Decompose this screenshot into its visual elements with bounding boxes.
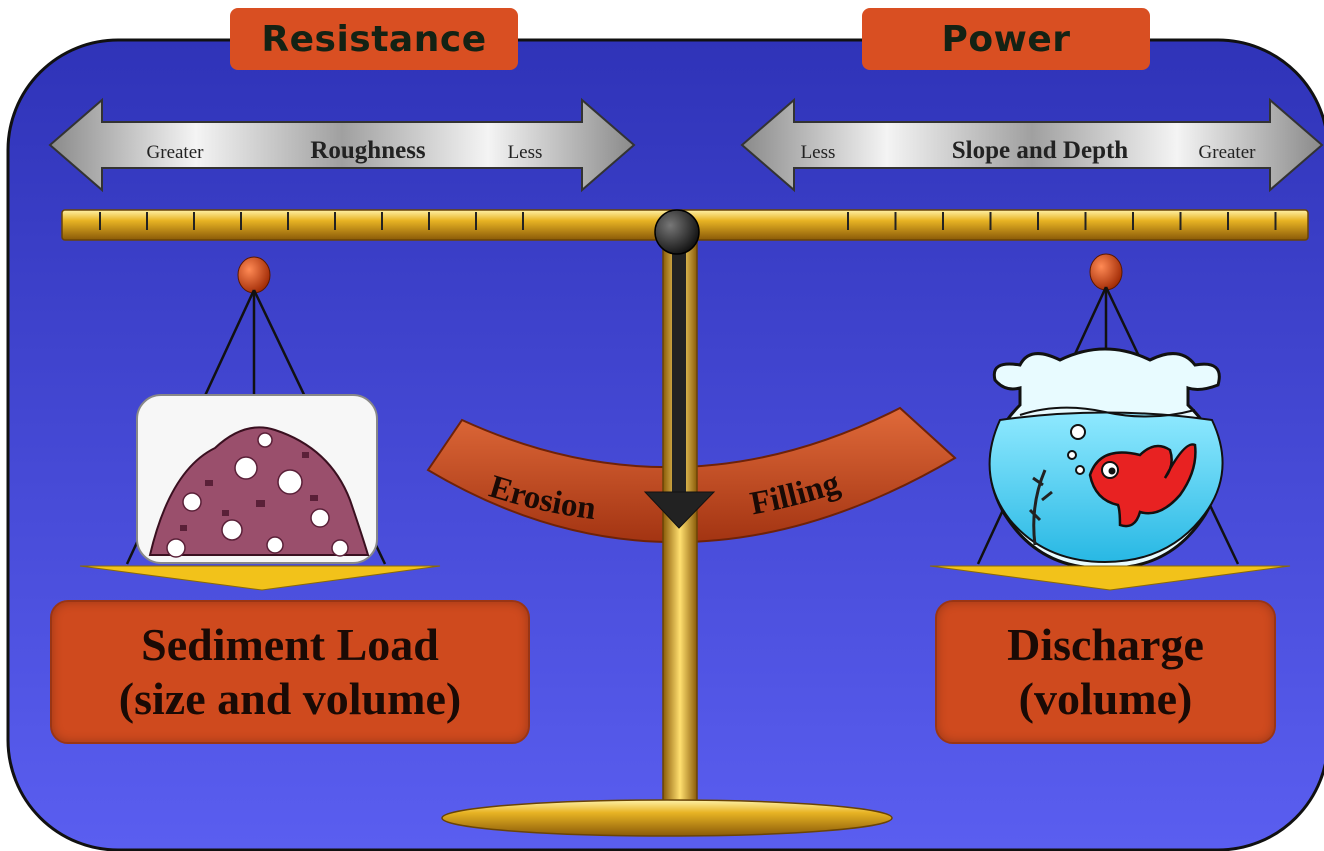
right-scale-pan: [929, 253, 1291, 591]
roughness-title: Roughness: [310, 137, 426, 164]
sediment-pile-icon: [136, 394, 378, 564]
roughness-less-label: Less: [508, 142, 543, 163]
slope-depth-title: Slope and Depth: [952, 137, 1129, 164]
roughness-greater-label: Greater: [147, 142, 205, 163]
left-scale-pan: [79, 256, 441, 591]
slope-less-label: Less: [801, 142, 836, 163]
pivot-knob: [654, 209, 700, 255]
sediment-load-title: Sediment Load: [141, 618, 439, 670]
discharge-subtitle: (volume): [1018, 673, 1193, 724]
slope-greater-label: Greater: [1199, 142, 1257, 163]
power-tab: Power: [862, 8, 1150, 70]
discharge-box: Discharge (volume): [935, 600, 1276, 744]
sediment-load-box: Sediment Load (size and volume): [50, 600, 530, 744]
roughness-arrow: Greater Roughness Less: [48, 97, 636, 193]
pointer-arrow-icon: [643, 491, 716, 529]
slope-depth-arrow: Less Slope and Depth Greater: [740, 97, 1324, 193]
resistance-tab: Resistance: [230, 8, 518, 70]
fishbowl-icon: [988, 347, 1224, 570]
balance-stand: [441, 209, 893, 837]
discharge-title: Discharge: [1007, 618, 1204, 670]
sediment-load-subtitle: (size and volume): [118, 673, 462, 724]
